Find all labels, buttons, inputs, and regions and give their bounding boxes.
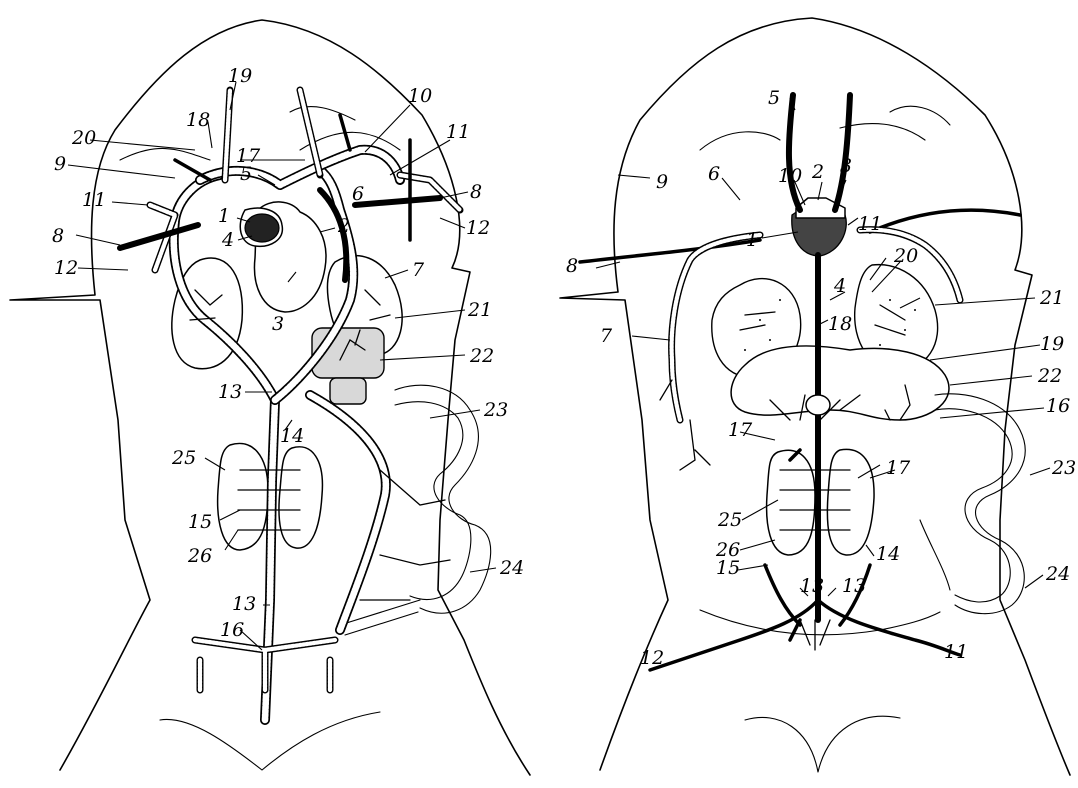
left-label-4: 4 — [221, 229, 234, 251]
right-label-17a: 17 — [728, 419, 753, 441]
left-label-3: 3 — [272, 313, 284, 335]
left-label-9: 9 — [54, 153, 66, 175]
left-label-20: 20 — [71, 127, 96, 149]
left-kidney-right — [279, 447, 322, 548]
right-label-26: 26 — [715, 539, 740, 561]
right-label-19: 19 — [1040, 333, 1064, 355]
right-label-22: 22 — [1037, 365, 1062, 387]
right-label-4: 4 — [833, 275, 846, 297]
left-label-15: 15 — [188, 511, 212, 533]
right-label-21: 21 — [1039, 287, 1064, 309]
right-label-25: 25 — [717, 509, 742, 531]
right-label-23: 23 — [1051, 457, 1076, 479]
right-label-18: 18 — [828, 313, 852, 335]
left-kidney-left — [218, 443, 268, 550]
right-label-11a: 11 — [858, 213, 882, 235]
right-label-3: 3 — [840, 155, 852, 177]
left-label-25: 25 — [171, 447, 196, 469]
left-label-19: 19 — [228, 65, 252, 87]
left-label-8b: 8 — [470, 181, 482, 203]
right-label-14: 14 — [876, 543, 900, 565]
left-label-14: 14 — [280, 425, 304, 447]
right-frog-arterial-diagram: 1 2 3 4 5 6 7 8 9 10 11 11 12 13 13 14 1… — [560, 18, 1076, 775]
left-label-26: 26 — [187, 545, 212, 567]
left-label-22: 22 — [469, 345, 494, 367]
left-label-2: 2 — [337, 215, 350, 237]
left-label-18: 18 — [186, 109, 210, 131]
left-label-12b: 12 — [466, 217, 490, 239]
right-label-12: 12 — [640, 647, 664, 669]
left-label-16: 16 — [220, 619, 244, 641]
left-label-24: 24 — [499, 557, 524, 579]
left-label-11b: 11 — [446, 121, 470, 143]
right-liver — [731, 346, 949, 420]
right-label-5: 5 — [768, 87, 780, 109]
right-label-11b: 11 — [944, 641, 968, 663]
right-label-24: 24 — [1045, 563, 1070, 585]
left-label-13b: 13 — [232, 593, 256, 615]
left-label-23: 23 — [483, 399, 508, 421]
right-label-8: 8 — [566, 255, 578, 277]
right-label-7: 7 — [600, 325, 613, 347]
left-label-1: 1 — [218, 205, 230, 227]
right-label-10: 10 — [778, 165, 802, 187]
left-label-13a: 13 — [218, 381, 242, 403]
right-label-2: 2 — [811, 161, 824, 183]
left-label-17: 17 — [236, 145, 261, 167]
left-frog-venous-diagram: 1 2 3 4 5 6 7 8 8 9 10 11 11 12 12 13 13… — [10, 20, 530, 775]
left-label-7: 7 — [412, 259, 425, 281]
right-label-6: 6 — [708, 163, 720, 185]
left-label-21: 21 — [467, 299, 492, 321]
right-label-1: 1 — [746, 229, 758, 251]
left-label-6: 6 — [352, 183, 364, 205]
right-label-16: 16 — [1046, 395, 1070, 417]
right-label-13b: 13 — [842, 575, 866, 597]
left-label-10: 10 — [408, 85, 432, 107]
right-kidney-right — [827, 449, 874, 555]
right-label-17b: 17 — [886, 457, 911, 479]
right-label-9: 9 — [656, 171, 668, 193]
right-label-20: 20 — [893, 245, 918, 267]
left-label-11a: 11 — [82, 189, 106, 211]
left-label-8a: 8 — [52, 225, 64, 247]
right-label-13a: 13 — [800, 575, 824, 597]
left-label-12a: 12 — [54, 257, 78, 279]
